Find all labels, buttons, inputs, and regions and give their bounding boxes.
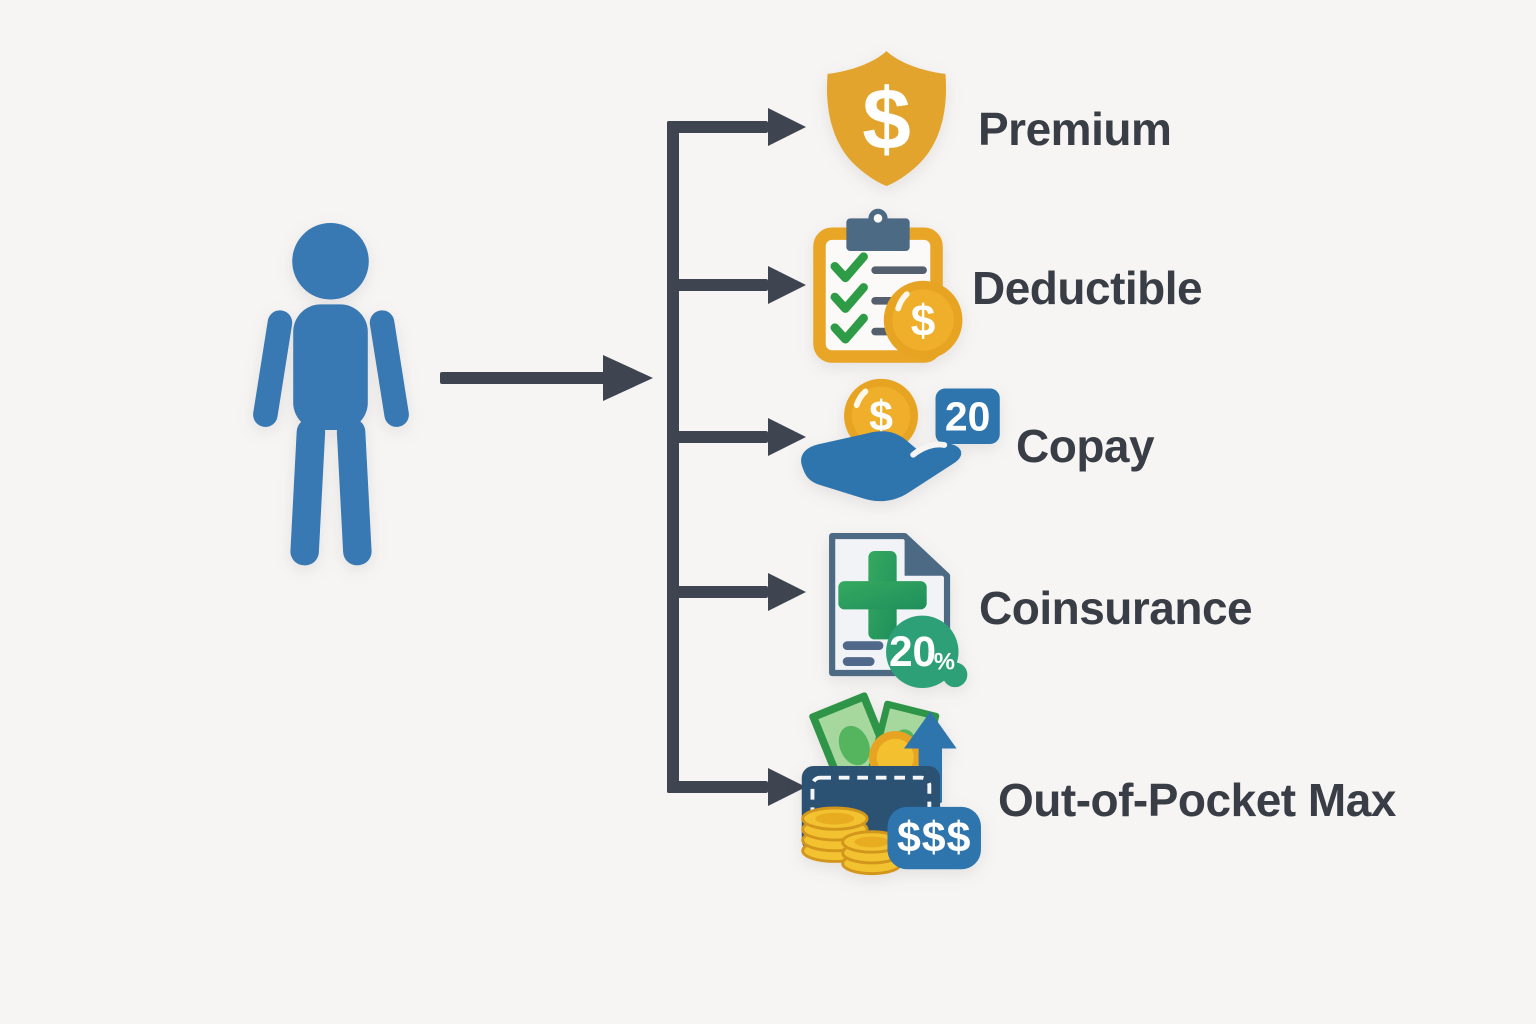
shield-dollar-icon: $ [826,51,947,186]
arrowhead-icon [603,355,656,401]
medical-cross-icon [838,551,927,640]
copay-amount-badge: 20 [935,388,1000,445]
svg-text:$$$: $$$ [897,814,971,862]
coinsurance-percent-badge: 20 % [886,615,968,689]
svg-text:20: 20 [945,393,990,439]
clipboard-checklist-icon: $ [813,208,963,363]
connector-trunk [667,121,679,793]
hand-coin-icon: $ 20 [801,378,1000,502]
oop-cost-badge: $$$ [887,806,981,870]
wallet-cash-icon: $$$ [801,692,981,876]
svg-text:%: % [934,648,955,675]
dollar-sign: $ [911,296,936,345]
coin-icon: $ [844,378,919,453]
copay-label: Copay [1016,420,1155,472]
coinsurance-label: Coinsurance [979,582,1253,634]
arrowhead-icon [768,768,809,806]
medical-document-icon: 20 % [829,532,968,689]
arrowhead-icon [768,573,809,611]
dollar-sign: $ [862,70,911,168]
hand-shape [801,431,962,502]
arrowhead-icon [768,418,809,456]
coin-icon: $ [883,280,963,360]
premium-label: Premium [978,103,1172,155]
person-icon [253,222,409,566]
arrowhead-icon [768,108,809,146]
checkmarks [830,252,868,344]
oop-max-label: Out-of-Pocket Max [998,774,1396,826]
svg-text:20: 20 [889,628,936,675]
arrowhead-icon [768,266,809,304]
deductible-label: Deductible [972,262,1203,314]
